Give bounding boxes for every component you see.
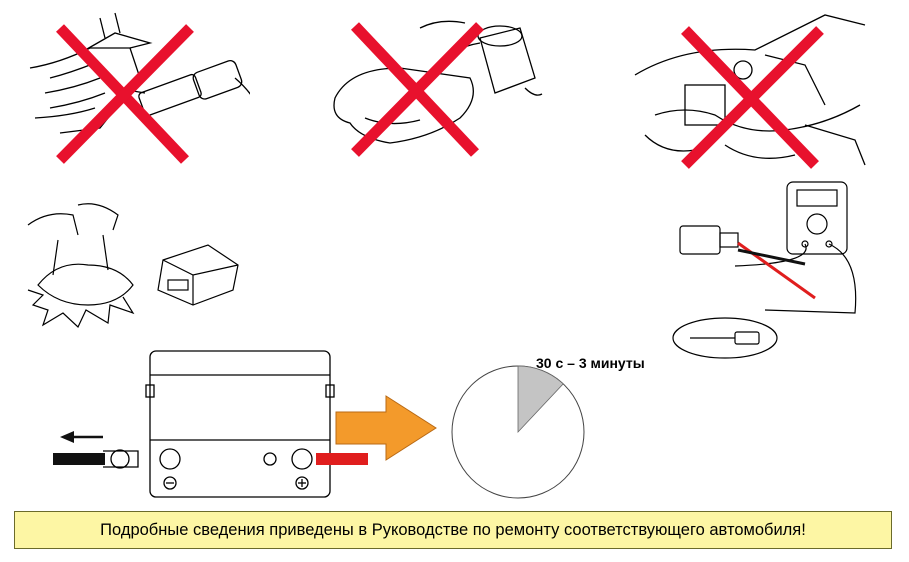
connector-probe-prohibited-icon bbox=[29, 12, 250, 164]
airbag-handling-icon bbox=[27, 203, 239, 329]
timer-pie-slice bbox=[517, 365, 564, 434]
mechanism-prohibited-icon bbox=[634, 14, 866, 169]
timer-pie bbox=[451, 365, 585, 499]
multimeter-connector-test-icon bbox=[672, 181, 857, 359]
repair-manual-note-text: Подробные сведения приведены в Руководст… bbox=[100, 520, 806, 539]
timer-duration-label: 30 с – 3 минуты bbox=[536, 355, 645, 371]
next-step-arrow-icon bbox=[335, 395, 437, 461]
battery-disconnect-icon bbox=[53, 350, 368, 498]
repair-manual-note: Подробные сведения приведены в Руководст… bbox=[14, 511, 892, 549]
airbag-liquid-prohibited-icon bbox=[333, 20, 543, 157]
